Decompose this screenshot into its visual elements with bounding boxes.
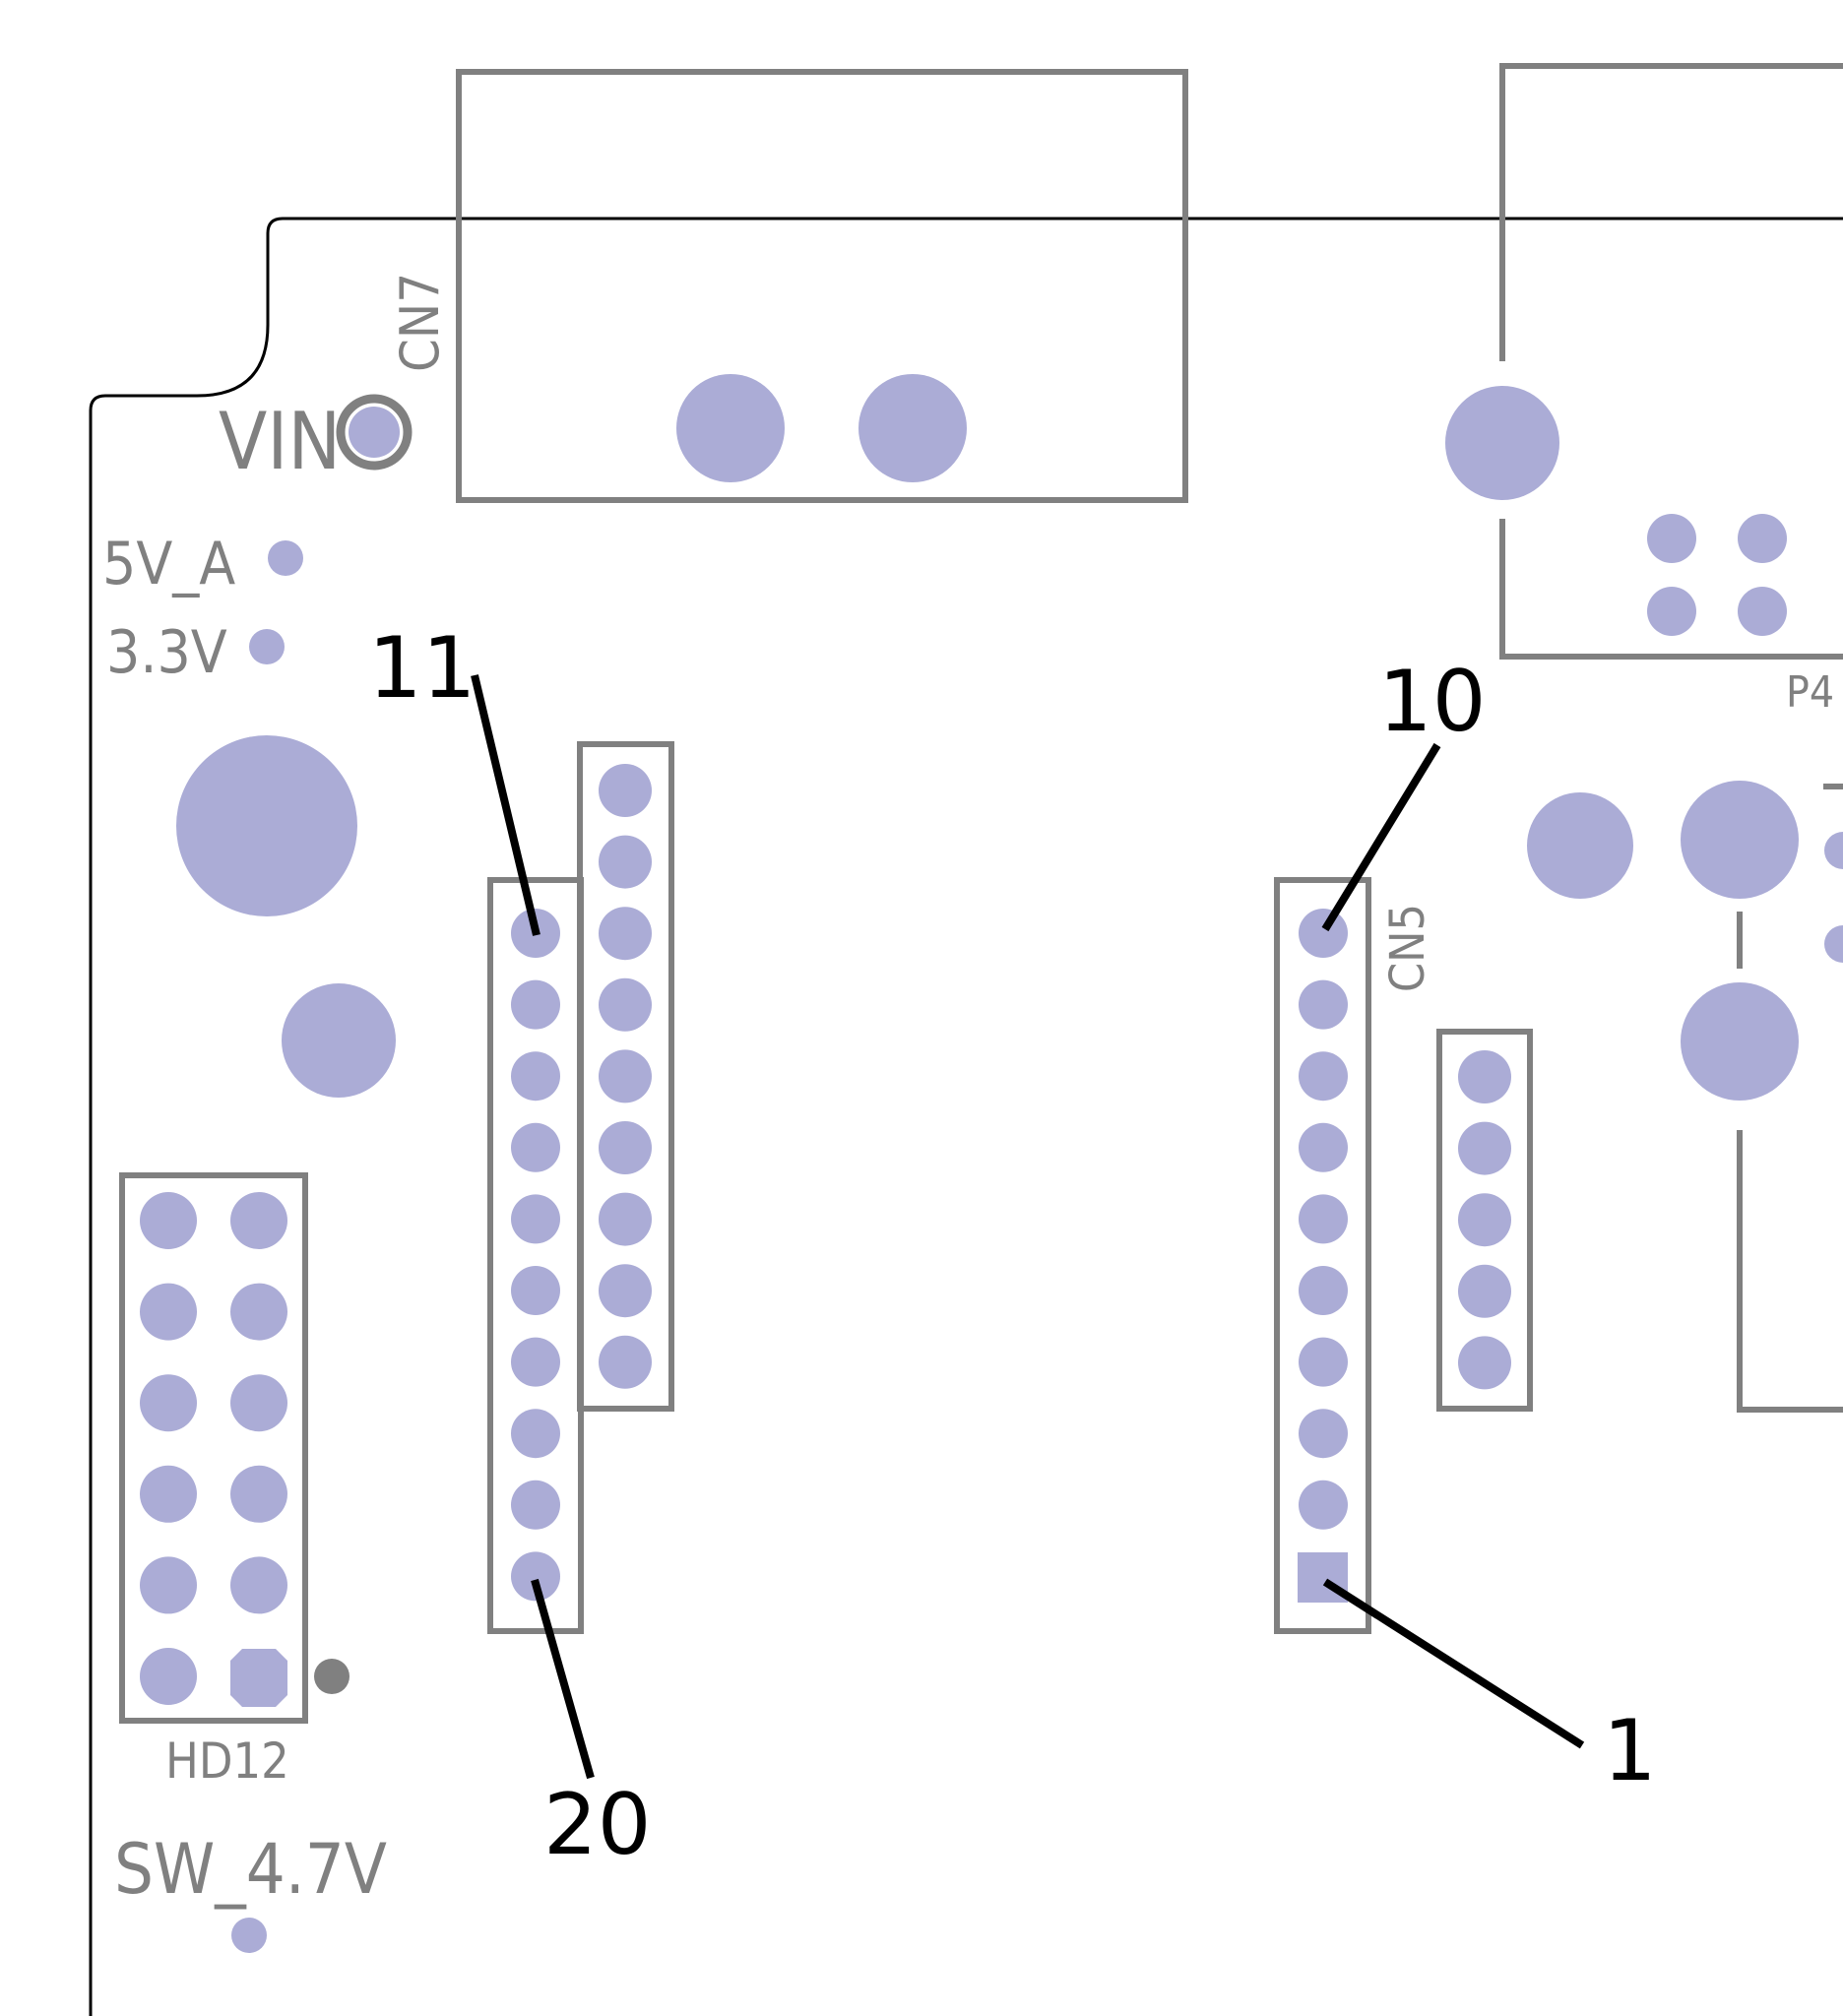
small-header-pad-2 (1458, 1121, 1511, 1175)
left-header-pad-10 (511, 1551, 560, 1602)
right-pad-2 (1681, 781, 1799, 899)
p4-outline (1499, 63, 1843, 660)
cn5-pad-1 (1299, 909, 1348, 958)
upper-header-pad-1 (599, 764, 652, 817)
callout-1-leader (1322, 1578, 1585, 1749)
callout-11-label: 11 (368, 619, 476, 718)
p4-pad-1 (1647, 514, 1696, 563)
p4-pad-2 (1738, 514, 1787, 563)
cn5-pad-7 (1299, 1337, 1348, 1387)
small-header-pad-4 (1458, 1264, 1511, 1318)
sw47-label: SW_4.7V (114, 1829, 387, 1910)
upper-header-pad-9 (599, 1335, 652, 1389)
p4-pad-3 (1647, 587, 1696, 636)
right-pad-1 (1527, 792, 1633, 899)
hd12-pad-9 (140, 1556, 197, 1614)
left-header-pad-3 (511, 1051, 560, 1102)
left-header-pad-8 (511, 1409, 560, 1459)
small-header-pads (1458, 1050, 1511, 1390)
right-pad-5 (1824, 925, 1843, 963)
left-header-pad-9 (511, 1480, 560, 1530)
cn5-pad-3 (1299, 1051, 1348, 1102)
vin-pad (349, 407, 400, 458)
left-header-pad-5 (511, 1194, 560, 1244)
hd12-pad-10 (230, 1556, 287, 1614)
cn5-pads (1299, 909, 1348, 1530)
small-header-outline (1436, 1029, 1533, 1412)
left-header-pad-6 (511, 1266, 560, 1315)
upper-header-pad-8 (599, 1264, 652, 1318)
upper-header-outline (577, 741, 674, 1412)
left-header-pads (511, 909, 560, 1602)
v33-label: 3.3V (106, 618, 227, 687)
cn5-pad-2 (1299, 979, 1348, 1030)
cn5-pad-4 (1299, 1122, 1348, 1172)
small-header-pad-5 (1458, 1336, 1511, 1390)
cn5-pad-5 (1299, 1194, 1348, 1244)
mount-hole-large (176, 735, 357, 916)
hd12-pad-5 (140, 1374, 197, 1432)
left-header-pad-2 (511, 979, 560, 1030)
upper-header-pads (599, 764, 652, 1389)
v5a-pad (268, 540, 303, 576)
hd12-pin-1-octagon-pad (230, 1649, 287, 1707)
hd12-pad-3 (140, 1283, 197, 1341)
cn7-outline (456, 69, 1188, 503)
cn5-pad-6 (1299, 1266, 1348, 1315)
small-header-pad-3 (1458, 1193, 1511, 1247)
hd12-pad-11 (140, 1648, 197, 1705)
cn5-pad-9 (1299, 1480, 1348, 1530)
vin-ring (336, 394, 413, 471)
p4-pad-4 (1738, 587, 1787, 636)
hd12-pad-4 (230, 1283, 287, 1341)
small-header-pad-1 (1458, 1050, 1511, 1103)
hd12-pad-6 (230, 1374, 287, 1432)
right-pad-3 (1681, 982, 1799, 1101)
sw47-pad (231, 1918, 267, 1953)
upper-header-pad-6 (599, 1121, 652, 1174)
callout-20-label: 20 (543, 1776, 651, 1874)
mount-hole-small (282, 983, 396, 1098)
upper-header-pad-5 (599, 1049, 652, 1103)
cn5-pad-8 (1299, 1409, 1348, 1459)
upper-header-pad-7 (599, 1192, 652, 1246)
hd12-label: HD12 (165, 1732, 289, 1790)
hd12-pad-1 (140, 1192, 197, 1249)
cn7-pad-2 (858, 374, 967, 482)
v5a-label: 5V_A (102, 530, 235, 598)
callout-10-label: 10 (1378, 653, 1486, 751)
callout-10-leader (1321, 742, 1441, 932)
upper-header-pad-3 (599, 907, 652, 961)
hd12-pin-1-marker (314, 1659, 350, 1694)
cn7-pad-1 (676, 374, 785, 482)
hd12-pad-2 (230, 1192, 287, 1249)
hd12-outline (119, 1172, 308, 1724)
hd12-pad-8 (230, 1465, 287, 1523)
right-pad-4 (1824, 832, 1843, 869)
upper-header-pad-2 (599, 835, 652, 889)
hd12-pad-7 (140, 1465, 197, 1523)
v33-pad (249, 629, 285, 664)
cn5-label: CN5 (1380, 904, 1435, 992)
cn7-label: CN7 (389, 273, 451, 372)
vin-label: VIN (219, 396, 341, 487)
left-header-pad-7 (511, 1337, 560, 1387)
cn5-outline (1274, 877, 1371, 1634)
upper-header-pad-4 (599, 977, 652, 1032)
callout-11-leader (471, 674, 540, 936)
p4-label: P4 (1786, 667, 1834, 718)
left-header-pad-4 (511, 1122, 560, 1172)
callout-20-leader (531, 1578, 595, 1780)
right-connector-outline (1737, 784, 1843, 1413)
board-outline (89, 217, 1843, 2016)
hd12-pads (140, 1192, 287, 1705)
callout-1-label: 1 (1603, 1702, 1657, 1800)
p4-mount-pad (1445, 386, 1559, 500)
